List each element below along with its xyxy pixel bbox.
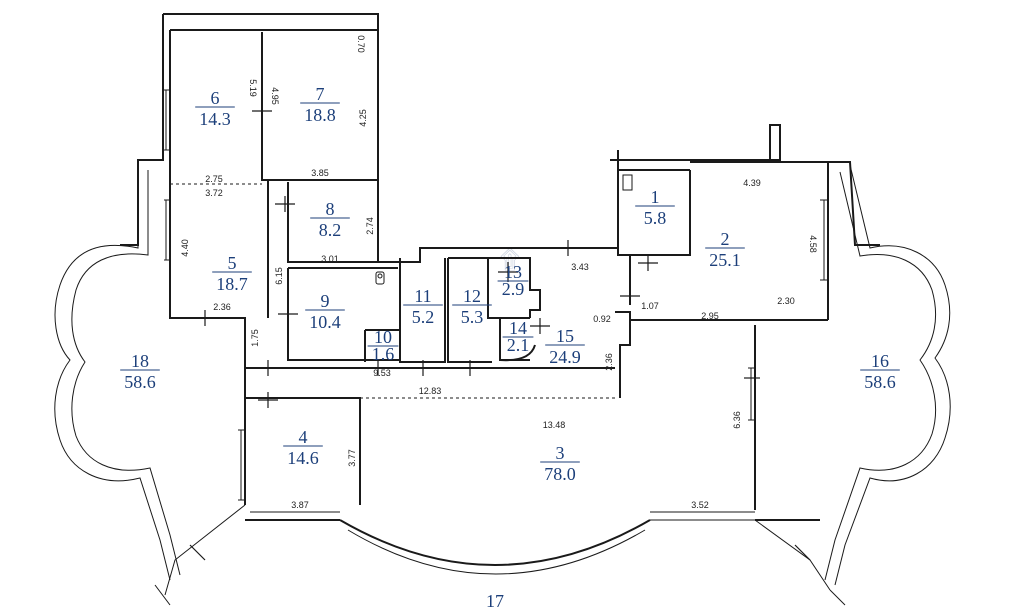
dim-label: 0.70 [356,35,366,53]
room-label-7: 718.8 [300,84,340,125]
dim-label: 2.74 [365,217,375,235]
room-number: 6 [211,88,220,108]
dim-label: 9.53 [373,368,391,378]
door-markers [189,100,811,561]
room-area: 5.8 [644,208,667,228]
room-number: 8 [326,199,335,219]
dimension-labels: 0.70 5.19 4.95 4.25 3.85 2.75 3.72 2.74 … [180,35,818,510]
room-label-4: 414.6 [283,427,323,468]
dim-label: 3.72 [205,188,223,198]
room-number: 11 [414,286,431,306]
dim-label: 2.36 [213,302,231,312]
room-label-9: 910.4 [305,291,345,332]
dim-label: 1.75 [250,329,260,347]
room-number: 3 [556,443,565,463]
bottom-curved-wall [154,511,846,606]
room-labels: 15.8225.1378.0414.6518.7614.3718.888.291… [120,84,900,608]
room-area: 2.9 [502,279,525,299]
room-label-3: 378.0 [540,443,580,484]
dim-label: 2.36 [604,353,614,371]
room-number: 12 [463,286,481,306]
room-area: 10.4 [309,312,341,332]
dim-label: 13.48 [543,420,566,430]
room-number: 4 [299,427,308,447]
dim-label: 2.95 [701,311,719,321]
dim-label: 2.75 [205,174,223,184]
windows [164,89,828,513]
dim-label: 4.95 [270,87,280,105]
room-label-11: 115.2 [403,286,443,327]
room-number: 13 [504,262,522,282]
room-label-13: 132.9 [497,262,529,299]
dim-label: 3.87 [291,500,309,510]
dim-label: 6.15 [274,267,284,285]
outer-walls [120,13,880,521]
room-number: 16 [871,351,889,371]
room-label-2: 225.1 [705,229,745,270]
room-label-14: 142.1 [502,318,534,355]
dim-label: 4.58 [808,235,818,253]
room-number: 10 [374,327,392,347]
room-area: 58.6 [864,372,896,392]
room-area: 58.6 [124,372,156,392]
room-area: 14.6 [287,448,319,468]
room-area: 18.7 [216,274,248,294]
room-label-1: 15.8 [635,187,675,228]
dim-label: 6.36 [732,411,742,429]
room-number: 9 [321,291,330,311]
room-label-12: 125.3 [452,286,492,327]
room-number: 15 [556,326,574,346]
dim-label: 0.92 [593,314,611,324]
room-area: 24.9 [549,347,581,367]
fixtures [375,271,385,285]
room-number: 14 [509,318,527,338]
dim-label: 4.40 [180,239,190,257]
room-number: 7 [316,84,325,104]
room-number: 5 [228,253,237,273]
dim-label: 4.25 [358,109,368,127]
room-area: 2.1 [507,335,530,355]
room-number: 18 [131,351,149,371]
room-number: 1 [651,187,660,207]
dim-label: 2.30 [777,296,795,306]
room-label-5: 518.7 [212,253,252,294]
dim-label: 3.77 [347,449,357,467]
dim-label: 4.39 [743,178,761,188]
dim-label: 3.43 [571,262,589,272]
room-area: 1.6 [372,344,395,364]
dim-label: 1.07 [641,301,659,311]
room-label-10: 101.6 [367,327,399,364]
dim-label: 12.83 [419,386,442,396]
room-area: 8.2 [319,220,342,240]
room-area: 18.8 [304,105,336,125]
interior-walls [170,32,755,505]
room-number: 17 [486,591,504,608]
room-area: 78.0 [544,464,576,484]
dim-label: 3.85 [311,168,329,178]
dim-label: 3.01 [321,254,339,264]
room-area: 5.3 [461,307,484,327]
dim-label: 5.19 [248,79,258,97]
balcony-right-outline [754,164,951,591]
room-area: 25.1 [709,250,741,270]
balcony-left-outline [54,160,246,596]
room-label-6: 614.3 [195,88,235,129]
room-area: 5.2 [412,307,435,327]
room-area: 14.3 [199,109,231,129]
dim-label: 3.52 [691,500,709,510]
room-number: 2 [721,229,730,249]
room-label-17: 17 [486,591,504,608]
room-label-8: 88.2 [310,199,350,240]
